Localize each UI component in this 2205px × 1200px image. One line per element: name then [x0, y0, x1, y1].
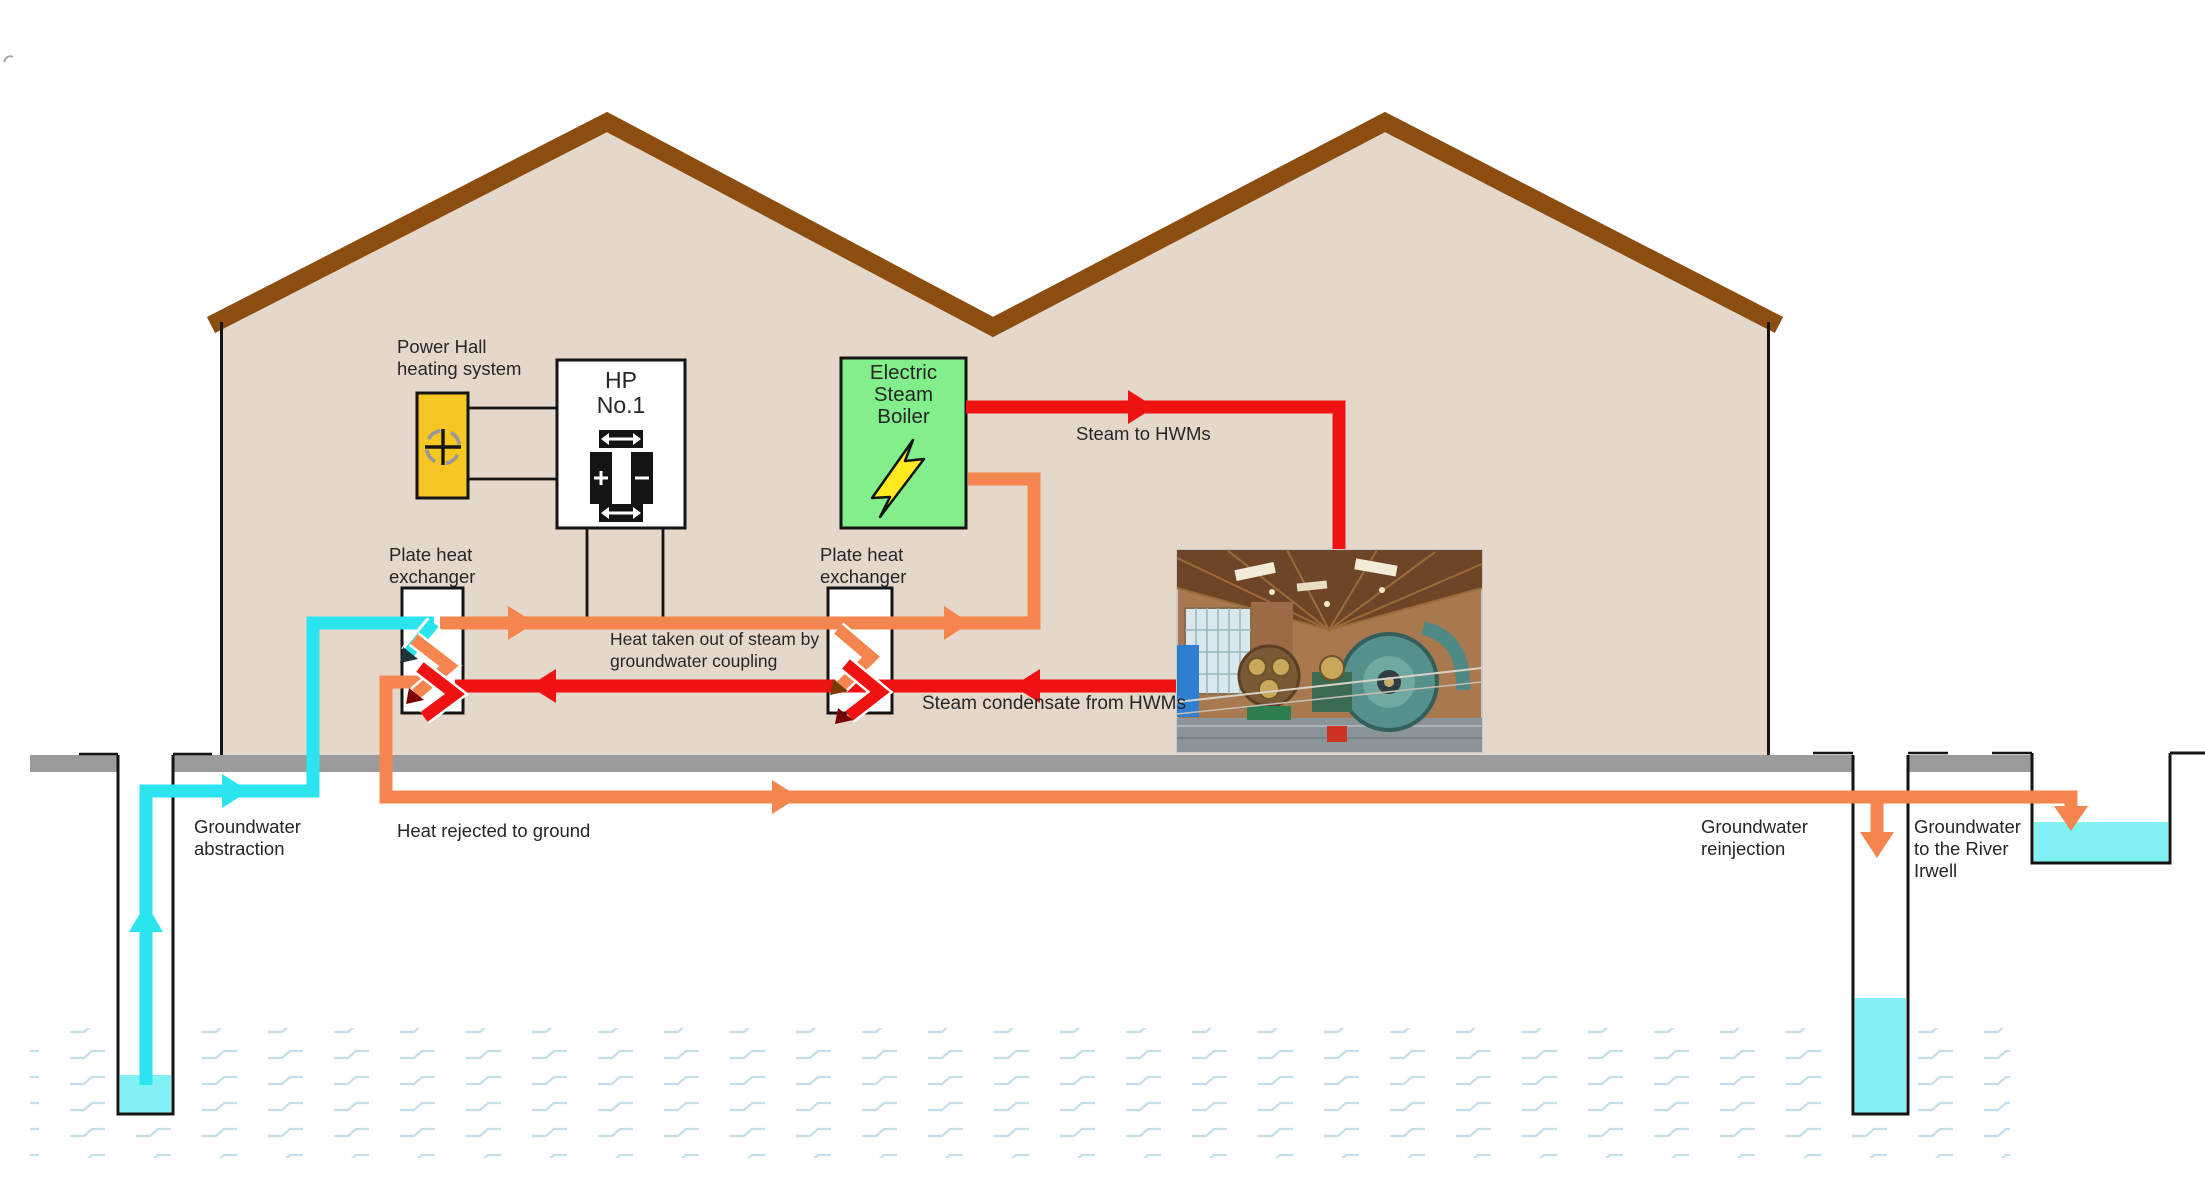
groundwater-river-label: Groundwater to the River Irwell — [1914, 816, 2021, 881]
power-hall-heating-label: Power Hall heating system — [397, 336, 522, 379]
arrow-left — [1013, 669, 1040, 703]
groundwater-reinjection-label: Groundwater reinjection — [1701, 816, 1808, 859]
steam-condensate-label: Steam condensate from HWMs — [922, 693, 1186, 714]
power-hall-heat-emitter — [415, 391, 470, 500]
arrow-down — [1860, 832, 1894, 858]
heat-taken-out-label: Heat taken out of steam by groundwater c… — [610, 629, 820, 671]
steam-pipe — [966, 400, 1346, 551]
river-irwell — [1992, 751, 2205, 865]
groundwater-table-pattern — [30, 1028, 2010, 1158]
heat-pump-unit — [555, 358, 687, 530]
heat-pump-exchange-icon — [590, 430, 653, 522]
arrow-left — [529, 669, 556, 703]
well-water — [1855, 998, 1906, 1113]
heat-pump-label: HP No.1 — [596, 367, 646, 418]
ground-surface — [30, 755, 2032, 772]
steam-and-condensate-pipes — [455, 390, 1346, 703]
arrow-right — [1128, 390, 1155, 424]
warm-water-pipe — [379, 472, 2088, 858]
electric-steam-boiler — [839, 356, 968, 530]
screen-artifact — [3, 55, 14, 63]
cold-groundwater-pipe — [129, 616, 434, 1085]
circle-plus-icon — [424, 428, 462, 466]
boiler-label: Electric Steam Boiler — [869, 361, 938, 428]
steam-to-hwms-label: Steam to HWMs — [1076, 423, 1211, 444]
connector-lines — [468, 406, 665, 620]
plate-heat-exchanger-left-label: Plate heat exchanger — [389, 544, 476, 587]
arrow-right — [772, 780, 799, 814]
arrow-right — [944, 606, 970, 640]
arrow-right — [508, 606, 535, 640]
heat-rejected-label: Heat rejected to ground — [397, 820, 591, 841]
plate-heat-exchanger-right-label: Plate heat exchanger — [820, 544, 907, 587]
arrow-up — [129, 903, 163, 932]
arrow-down — [2054, 806, 2088, 831]
lightning-bolt-icon — [870, 438, 926, 519]
arrow-right — [222, 774, 249, 808]
river-water — [2034, 822, 2168, 862]
power-hall-machinery-photo — [1176, 549, 1483, 753]
groundwater-abstraction-label: Groundwater abstraction — [194, 816, 301, 859]
roof — [206, 111, 1784, 338]
zigzag-coil-icon — [400, 617, 894, 724]
